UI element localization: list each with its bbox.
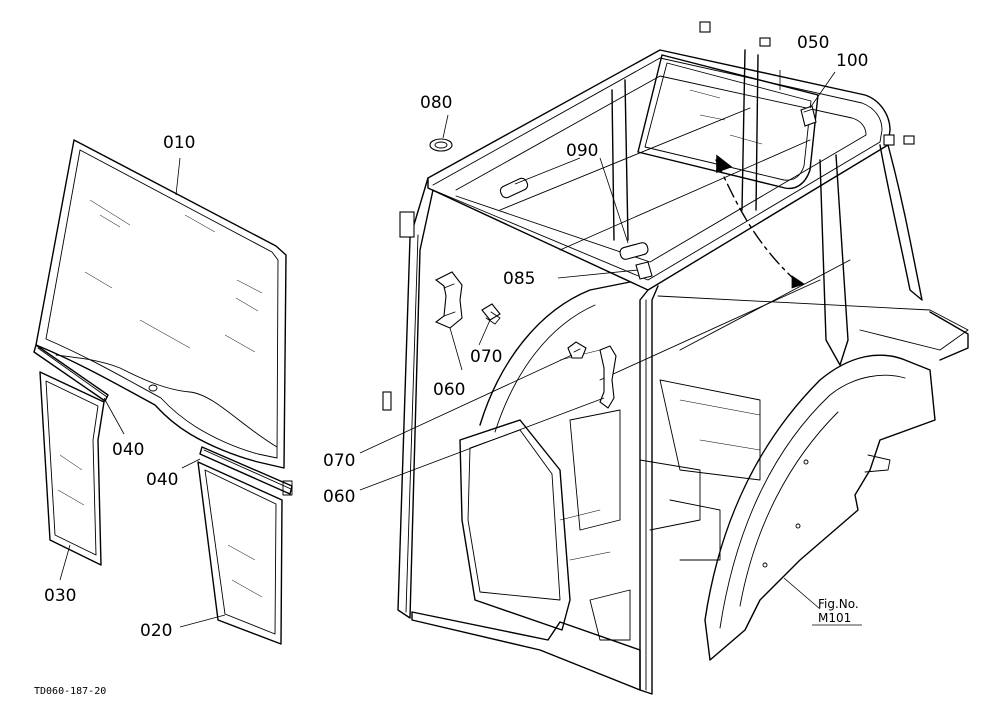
drawing-code: TD060-187-20: [34, 686, 106, 697]
label-010: 010: [163, 133, 195, 153]
bolt-lower: [567, 341, 587, 359]
label-085: 085: [503, 269, 535, 289]
label-020: 020: [140, 621, 172, 641]
install-direction-arrow: [715, 154, 805, 289]
rubber-cushion: [499, 177, 649, 260]
label-070-upper: 070: [470, 347, 502, 367]
bolt-upper: [481, 303, 501, 325]
label-060-upper: 060: [433, 380, 465, 400]
front-windshield-glass: [35, 139, 287, 469]
label-040-left: 040: [112, 440, 144, 460]
label-100: 100: [836, 51, 868, 71]
grip-handle-upper: [434, 271, 463, 329]
figure-ref-title: Fig.No.: [818, 597, 859, 611]
right-lower-glass: [197, 461, 283, 645]
door-stopper: [635, 261, 653, 280]
label-030: 030: [44, 586, 76, 606]
label-050: 050: [797, 33, 829, 53]
label-070-lower: 070: [323, 451, 355, 471]
window-bracket: [800, 105, 817, 127]
left-lower-glass: [39, 371, 105, 566]
weather-strip-left: [33, 344, 109, 402]
rear-window-glass: [637, 54, 819, 190]
label-060-lower: 060: [323, 487, 355, 507]
label-080: 080: [420, 93, 452, 113]
figure-ref-number: M101: [818, 611, 851, 625]
grip-handle-lower: [599, 345, 617, 409]
label-090: 090: [566, 141, 598, 161]
roof-grommet: [429, 138, 453, 152]
weather-strip-right: [199, 446, 293, 496]
label-040-right: 040: [146, 470, 178, 490]
